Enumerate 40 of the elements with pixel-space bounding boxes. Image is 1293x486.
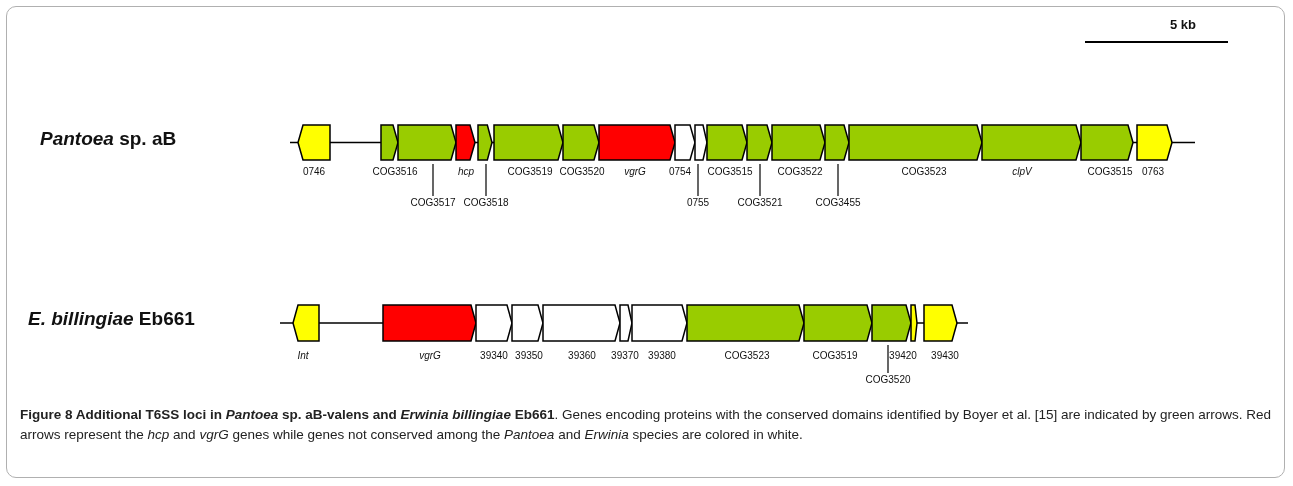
gene-label: vgrG (419, 350, 441, 361)
gene-label: 0763 (1141, 166, 1165, 177)
gene-label: 39340 (480, 350, 508, 361)
gene-label: 39430 (931, 350, 959, 361)
gene-label: clpV (1012, 166, 1032, 177)
gene-label: COG3522 (777, 166, 823, 177)
gene-label: 39350 (515, 350, 543, 361)
gene-label: COG3520 (865, 374, 911, 385)
gene-label: 39360 (568, 350, 596, 361)
leader-line (432, 163, 434, 197)
gene-label: COG3515 (1087, 166, 1133, 177)
gene-label: COG3520 (559, 166, 605, 177)
gene-label: COG3521 (737, 197, 783, 208)
gene-label: COG3517 (410, 197, 456, 208)
gene-label: COG3455 (815, 197, 861, 208)
gene-label: COG3515 (707, 166, 753, 177)
row-title: E. billingiae Eb661 (28, 308, 195, 330)
leader-line (759, 163, 761, 197)
gene-label: hcp (457, 166, 475, 177)
scale-label: 5 kb (1170, 17, 1196, 32)
gene-label: 0755 (686, 197, 710, 208)
gene-label: 39380 (648, 350, 676, 361)
gene-label: 39370 (611, 350, 639, 361)
leader-line (837, 163, 839, 197)
gene-label: COG3523 (901, 166, 947, 177)
gene-label: 0754 (668, 166, 692, 177)
gene-label: COG3516 (372, 166, 418, 177)
gene-label: 0746 (302, 166, 326, 177)
leader-line (887, 344, 889, 374)
gene-label: COG3523 (724, 350, 770, 361)
leader-line (697, 163, 699, 197)
gene-label: Int (297, 350, 309, 361)
leader-line (485, 163, 487, 197)
gene-label: COG3519 (507, 166, 553, 177)
gene-label: 39420 (889, 350, 917, 361)
row-title: Pantoea sp. aB (40, 128, 177, 150)
gene-label: vgrG (624, 166, 646, 177)
gene-label: COG3519 (812, 350, 858, 361)
gene-label: COG3518 (463, 197, 509, 208)
figure-caption: Figure 8 Additional T6SS loci in Pantoea sp. aB-valens and Erwinia billingiae Eb661. Genes encoding proteins with the conserved domains identified by Boyer et al. [15] are indicated by green arrows. Red arrows represent the hcp and vgrG genes while genes not conserved among the Pantoea and Erwinia species are colored in white. (20, 406, 1273, 444)
